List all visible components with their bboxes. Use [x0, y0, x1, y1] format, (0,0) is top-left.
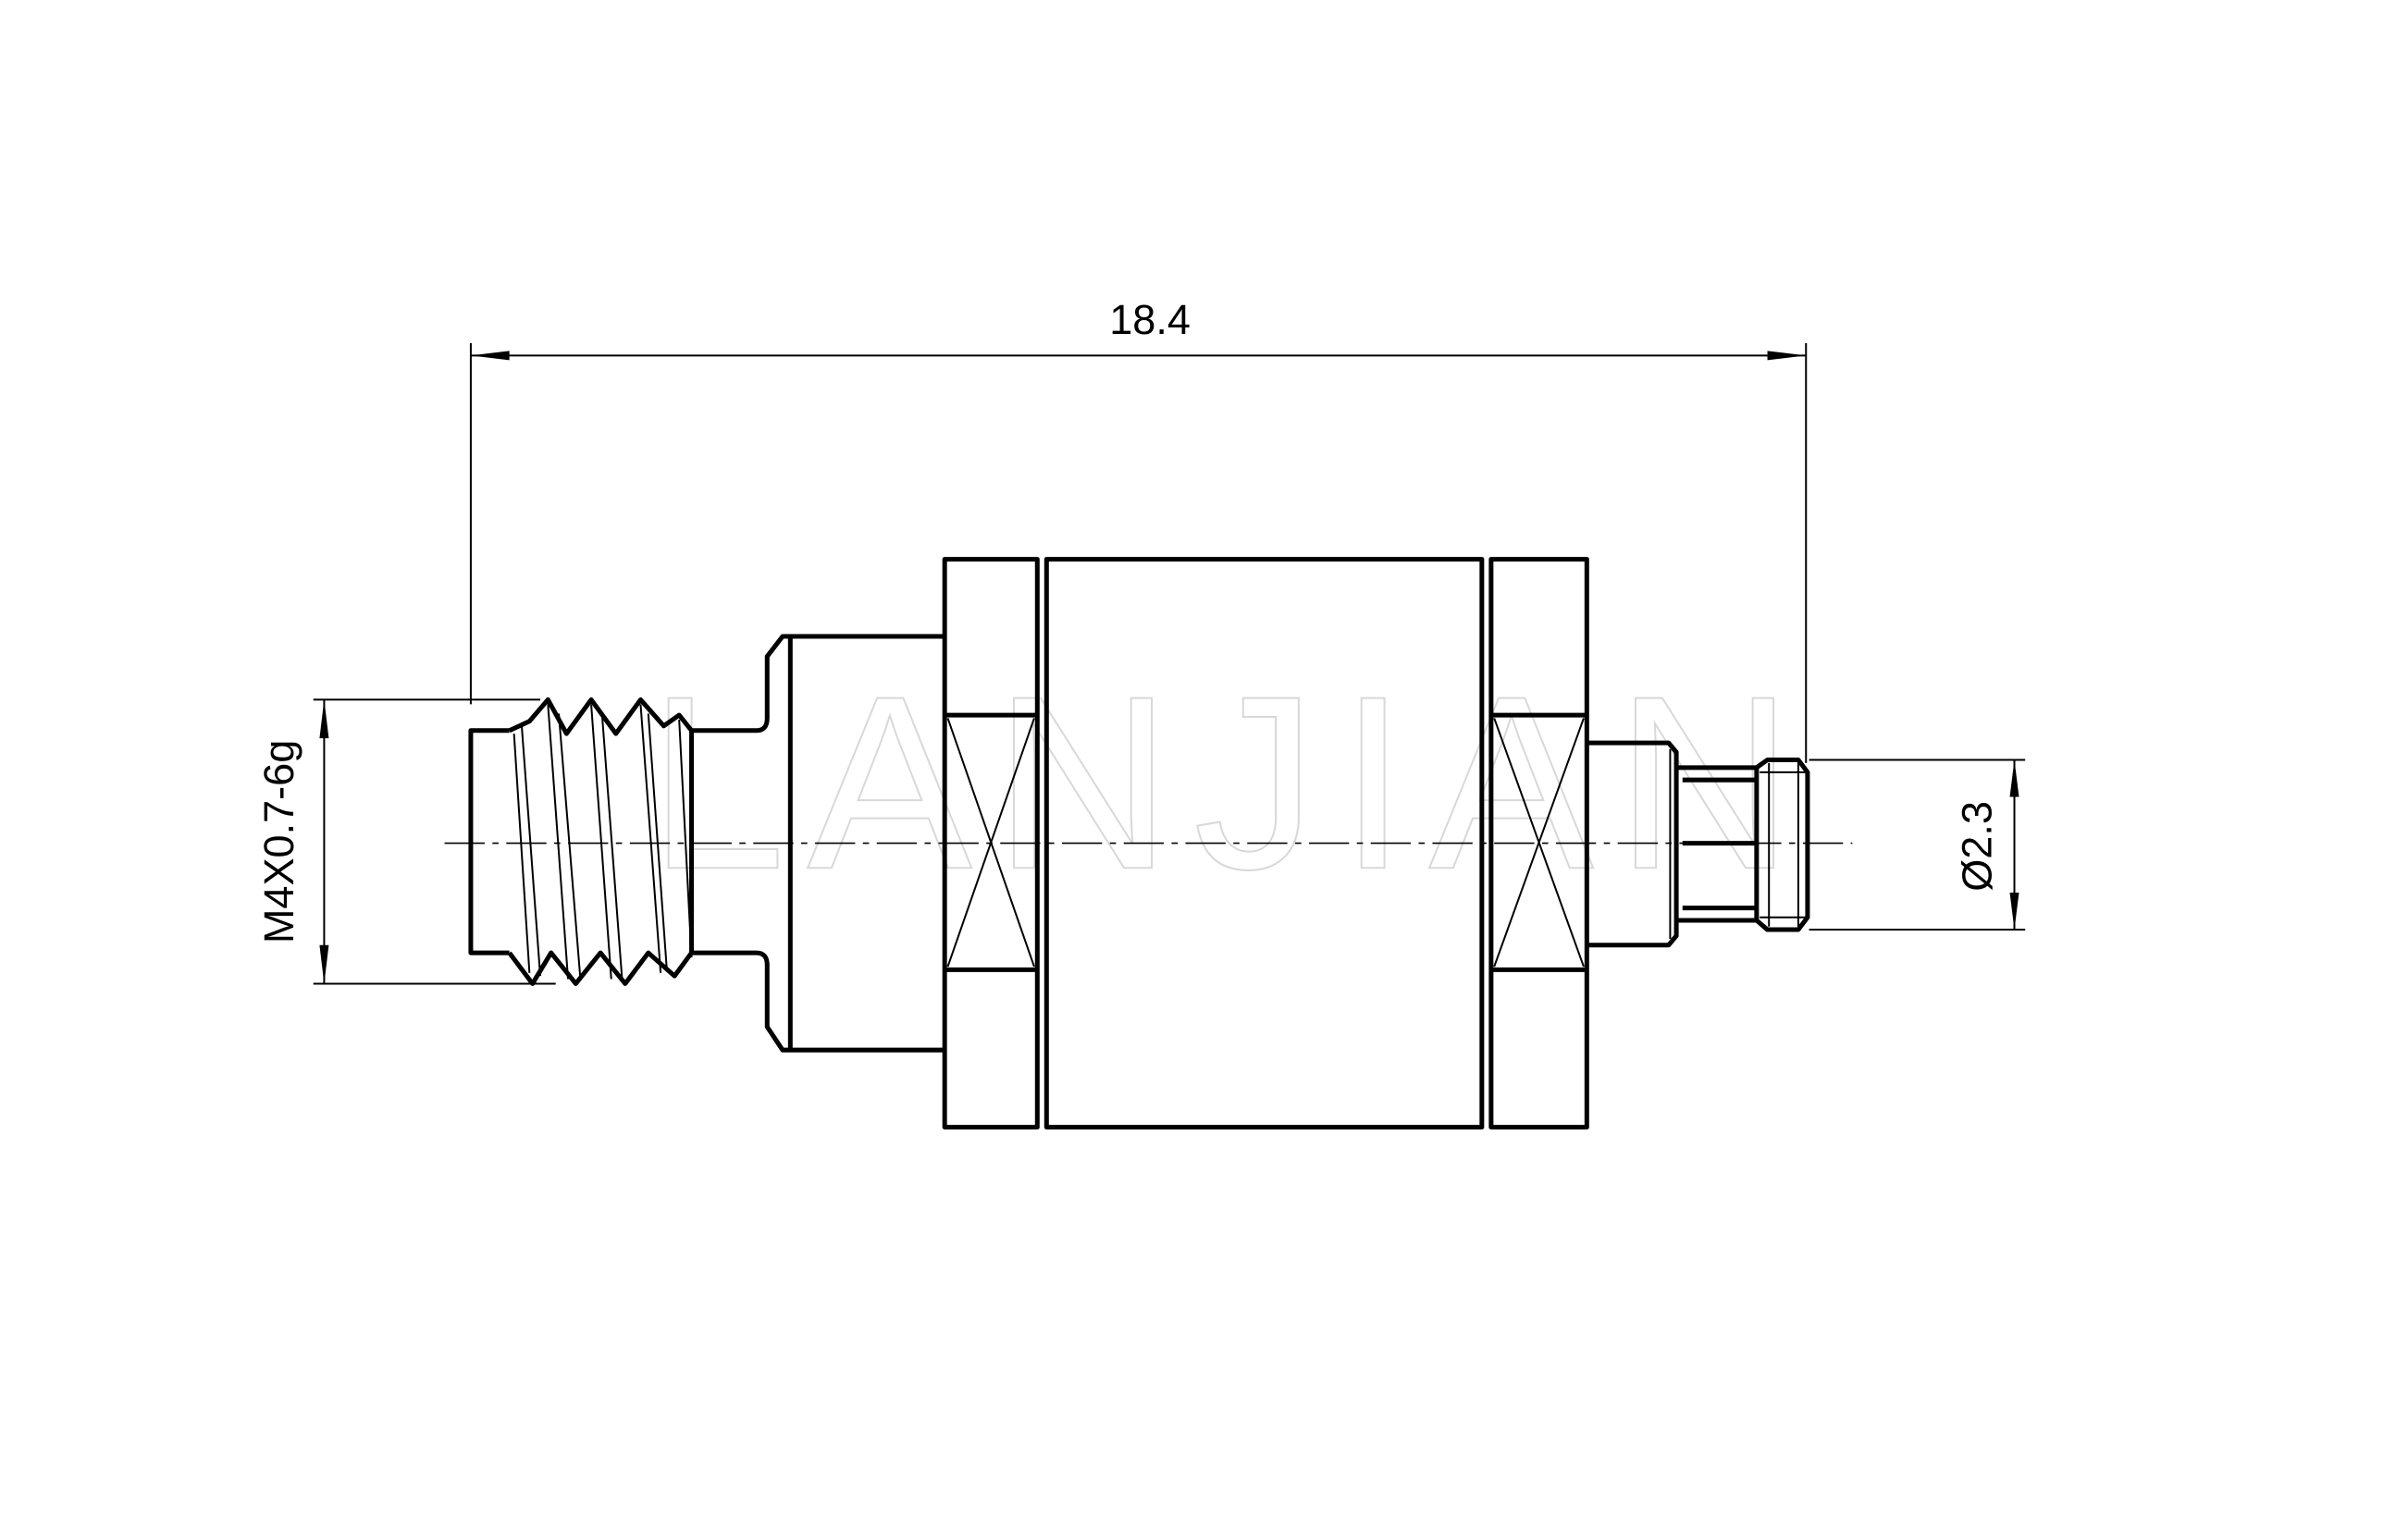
- threaded-end: [468, 634, 945, 1053]
- thread-spec-label: M4X0.7-6g: [255, 740, 303, 943]
- tip-diameter-label: Ø2.3: [1953, 801, 2000, 892]
- overall-length-dimension: 18.4: [469, 296, 1808, 763]
- watermark: LANJIAN: [648, 644, 1815, 920]
- right-hex-nut: [1488, 557, 1589, 1130]
- overall-length-label: 18.4: [1109, 296, 1191, 343]
- left-hex-nut: [942, 557, 1040, 1130]
- connector-end: [1587, 740, 1810, 948]
- thread-dimension: M4X0.7-6g: [255, 698, 556, 985]
- tip-diameter-dimension: Ø2.3: [1809, 758, 2026, 931]
- sensor-body: [1043, 557, 1485, 1130]
